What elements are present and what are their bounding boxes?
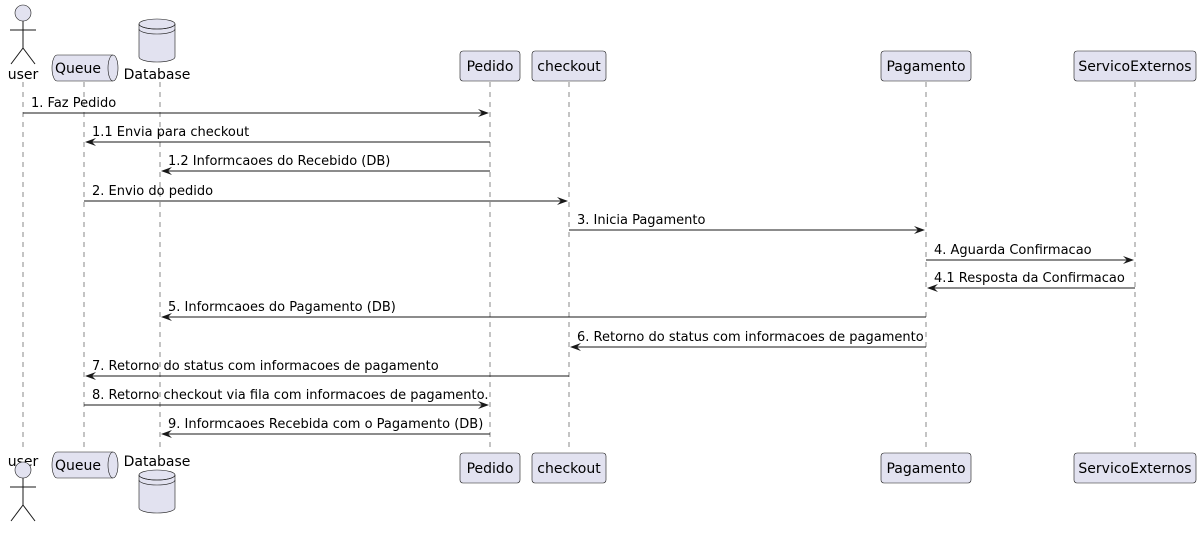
participant-servicos-top: ServicoExternos bbox=[1073, 50, 1197, 82]
participant-box bbox=[459, 50, 521, 82]
participant-pedido-bottom: Pedido bbox=[459, 452, 521, 484]
database-cylinder-rim bbox=[138, 474, 176, 481]
message-label: 1.1 Envia para checkout bbox=[92, 125, 249, 140]
message-arrowhead bbox=[478, 401, 489, 409]
message-9: 6. Retorno do status com informacoes de … bbox=[570, 330, 926, 351]
message-4: 2. Envio do pedido bbox=[84, 184, 568, 205]
participant-label: Queue bbox=[55, 458, 101, 474]
participant-box bbox=[1073, 50, 1197, 82]
actor-head bbox=[14, 4, 32, 22]
message-arrowhead bbox=[85, 138, 96, 146]
message-3: 1.2 Informcaoes do Recebido (DB) bbox=[161, 154, 490, 175]
participant-label: user bbox=[8, 67, 39, 83]
actor-right-leg bbox=[22, 47, 36, 65]
database-cylinder-ring bbox=[138, 28, 176, 35]
participant-box bbox=[880, 50, 972, 82]
message-11: 8. Retorno checkout via fila com informa… bbox=[84, 388, 489, 409]
participant-label: Queue bbox=[55, 61, 101, 77]
message-1: 1. Faz Pedido bbox=[23, 96, 489, 117]
message-arrowhead bbox=[85, 372, 96, 380]
database-cylinder-body bbox=[138, 475, 176, 514]
participant-label: Database bbox=[124, 67, 191, 83]
database-cylinder-ring bbox=[138, 479, 176, 486]
participant-database-top: Database bbox=[124, 18, 191, 83]
participant-label: checkout bbox=[537, 461, 601, 477]
participant-servicos-bottom: ServicoExternos bbox=[1073, 452, 1197, 484]
message-label: 4. Aguarda Confirmacao bbox=[934, 243, 1092, 258]
participant-box bbox=[880, 452, 972, 484]
message-arrowhead bbox=[927, 284, 938, 292]
queue-end-cap bbox=[107, 54, 114, 82]
participant-label: Pedido bbox=[467, 461, 514, 477]
message-label: 8. Retorno checkout via fila com informa… bbox=[92, 388, 489, 403]
participant-pagamento-bottom: Pagamento bbox=[880, 452, 972, 484]
participant-pagamento-top: Pagamento bbox=[880, 50, 972, 82]
participant-label: ServicoExternos bbox=[1078, 461, 1191, 477]
message-label: 5. Informcaoes do Pagamento (DB) bbox=[168, 300, 396, 315]
message-arrowhead bbox=[161, 430, 172, 438]
message-5: 3. Inicia Pagamento bbox=[569, 213, 925, 234]
participant-label: Database bbox=[124, 454, 191, 470]
participant-user-top: user bbox=[8, 4, 39, 83]
message-7: 4.1 Resposta da Confirmacao bbox=[927, 271, 1135, 292]
message-12: 9. Informcaoes Recebida com o Pagamento … bbox=[161, 417, 490, 438]
participant-label: checkout bbox=[537, 59, 601, 75]
participant-label: Pedido bbox=[467, 59, 514, 75]
participant-checkout-bottom: checkout bbox=[531, 452, 607, 484]
message-arrowhead bbox=[557, 197, 568, 205]
actor-left-leg bbox=[10, 47, 24, 65]
message-arrowhead bbox=[161, 313, 172, 321]
message-label: 9. Informcaoes Recebida com o Pagamento … bbox=[168, 417, 483, 432]
message-label: 1. Faz Pedido bbox=[31, 96, 116, 111]
participant-box bbox=[1073, 452, 1197, 484]
message-label: 3. Inicia Pagamento bbox=[577, 213, 706, 228]
participant-queue-bottom: Queue bbox=[51, 451, 119, 479]
actor-head bbox=[14, 461, 32, 479]
queue-end-cap bbox=[107, 451, 114, 479]
message-2: 1.1 Envia para checkout bbox=[85, 125, 490, 146]
message-arrowhead bbox=[914, 226, 925, 234]
participant-queue-top: Queue bbox=[51, 54, 119, 82]
message-arrowhead bbox=[478, 109, 489, 117]
message-label: 1.2 Informcaoes do Recebido (DB) bbox=[168, 154, 390, 169]
message-label: 7. Retorno do status com informacoes de … bbox=[92, 359, 439, 374]
participant-pedido-top: Pedido bbox=[459, 50, 521, 82]
message-arrowhead bbox=[161, 167, 172, 175]
participant-checkout-top: checkout bbox=[531, 50, 607, 82]
participant-box bbox=[459, 452, 521, 484]
participant-label: Pagamento bbox=[886, 461, 965, 477]
message-arrowhead bbox=[1123, 256, 1134, 264]
database-cylinder-body bbox=[138, 24, 176, 63]
actor-left-leg bbox=[10, 504, 24, 522]
message-label: 2. Envio do pedido bbox=[92, 184, 213, 199]
participant-box bbox=[531, 50, 607, 82]
database-cylinder-rim bbox=[138, 23, 176, 30]
message-6: 4. Aguarda Confirmacao bbox=[926, 243, 1134, 264]
participant-user-bottom: user bbox=[8, 454, 39, 522]
participant-database-bottom: Database bbox=[124, 454, 191, 514]
message-arrowhead bbox=[570, 343, 581, 351]
participant-label: Pagamento bbox=[886, 59, 965, 75]
actor-right-leg bbox=[22, 504, 36, 522]
message-label: 4.1 Resposta da Confirmacao bbox=[934, 271, 1125, 286]
message-10: 7. Retorno do status com informacoes de … bbox=[85, 359, 569, 380]
message-8: 5. Informcaoes do Pagamento (DB) bbox=[161, 300, 926, 321]
participant-box bbox=[531, 452, 607, 484]
message-label: 6. Retorno do status com informacoes de … bbox=[577, 330, 924, 345]
participant-label: ServicoExternos bbox=[1078, 59, 1191, 75]
